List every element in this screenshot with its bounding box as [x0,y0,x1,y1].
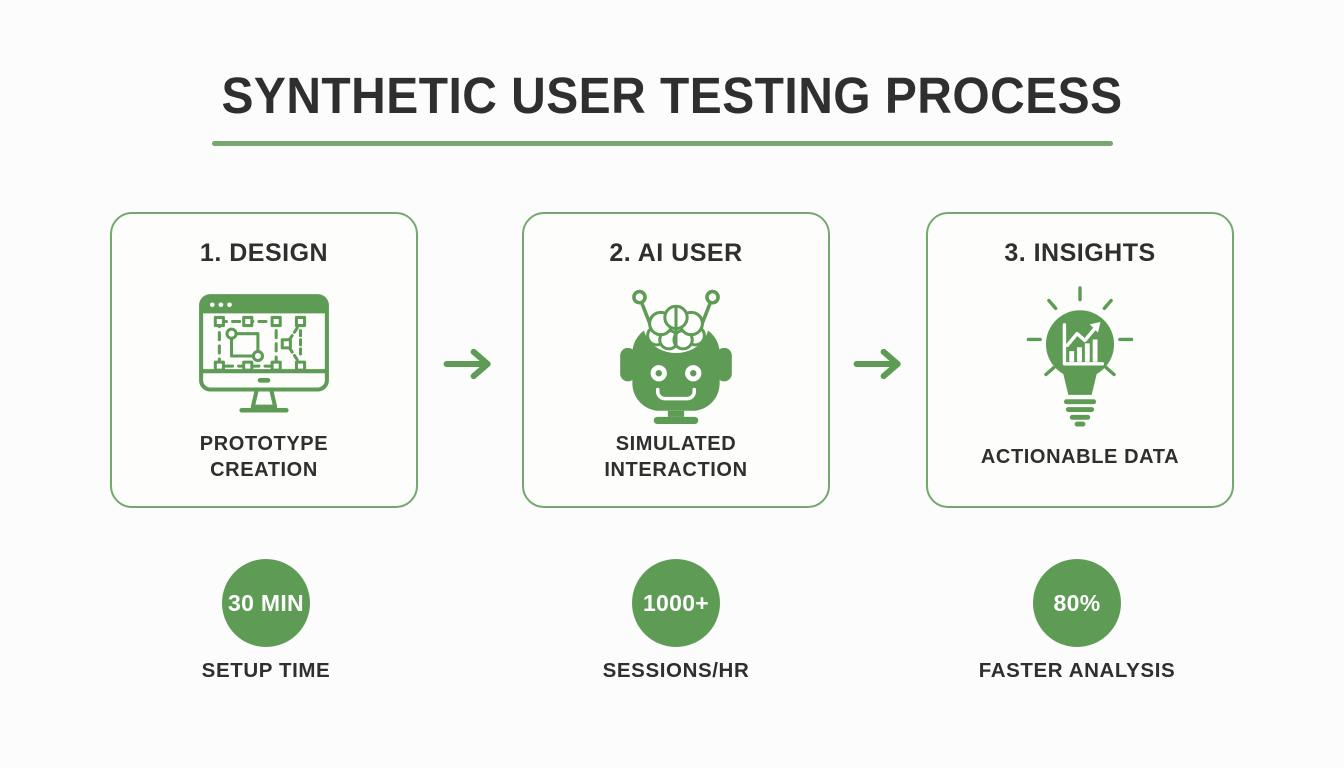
step-caption: ACTIONABLE DATA [928,426,1232,488]
stat-label: FASTER ANALYSIS [978,659,1176,682]
step-caption-text: ACTIONABLE DATA [980,446,1180,468]
step-card-ai-user: 2. AI USER [522,212,830,508]
step-caption-text: SIMULATED INTERACTION [604,433,748,481]
page-title: SYNTHETIC USER TESTING PROCESS [221,67,1123,124]
prototype-monitor-icon [112,282,416,430]
step-caption-text: PROTOTYPE CREATION [199,433,329,481]
right-arrow-icon [851,344,907,384]
stat-badge-sessions: 1000+ [632,559,720,647]
step-heading: 1. DESIGN [199,239,329,267]
step-heading: 2. AI USER [609,239,743,267]
stat-value: 30 MIN [228,589,304,616]
lightbulb-chart-icon [928,282,1232,430]
step-caption: PROTOTYPE CREATION [112,426,416,488]
stat-value: 80% [1053,589,1101,616]
title-underline [212,141,1113,146]
stat-label: SESSIONS/HR [602,659,750,682]
ai-robot-icon [524,282,828,430]
step-card-design: 1. DESIGN [110,212,418,508]
stat-badge-faster-analysis: 80% [1033,559,1121,647]
step-caption: SIMULATED INTERACTION [524,426,828,488]
right-arrow-icon [441,344,497,384]
stat-badge-setup-time: 30 MIN [222,559,310,647]
stat-label: SETUP TIME [201,659,331,682]
stat-value: 1000+ [642,589,710,616]
step-heading: 3. INSIGHTS [1004,239,1156,267]
step-card-insights: 3. INSIGHTS [926,212,1234,508]
